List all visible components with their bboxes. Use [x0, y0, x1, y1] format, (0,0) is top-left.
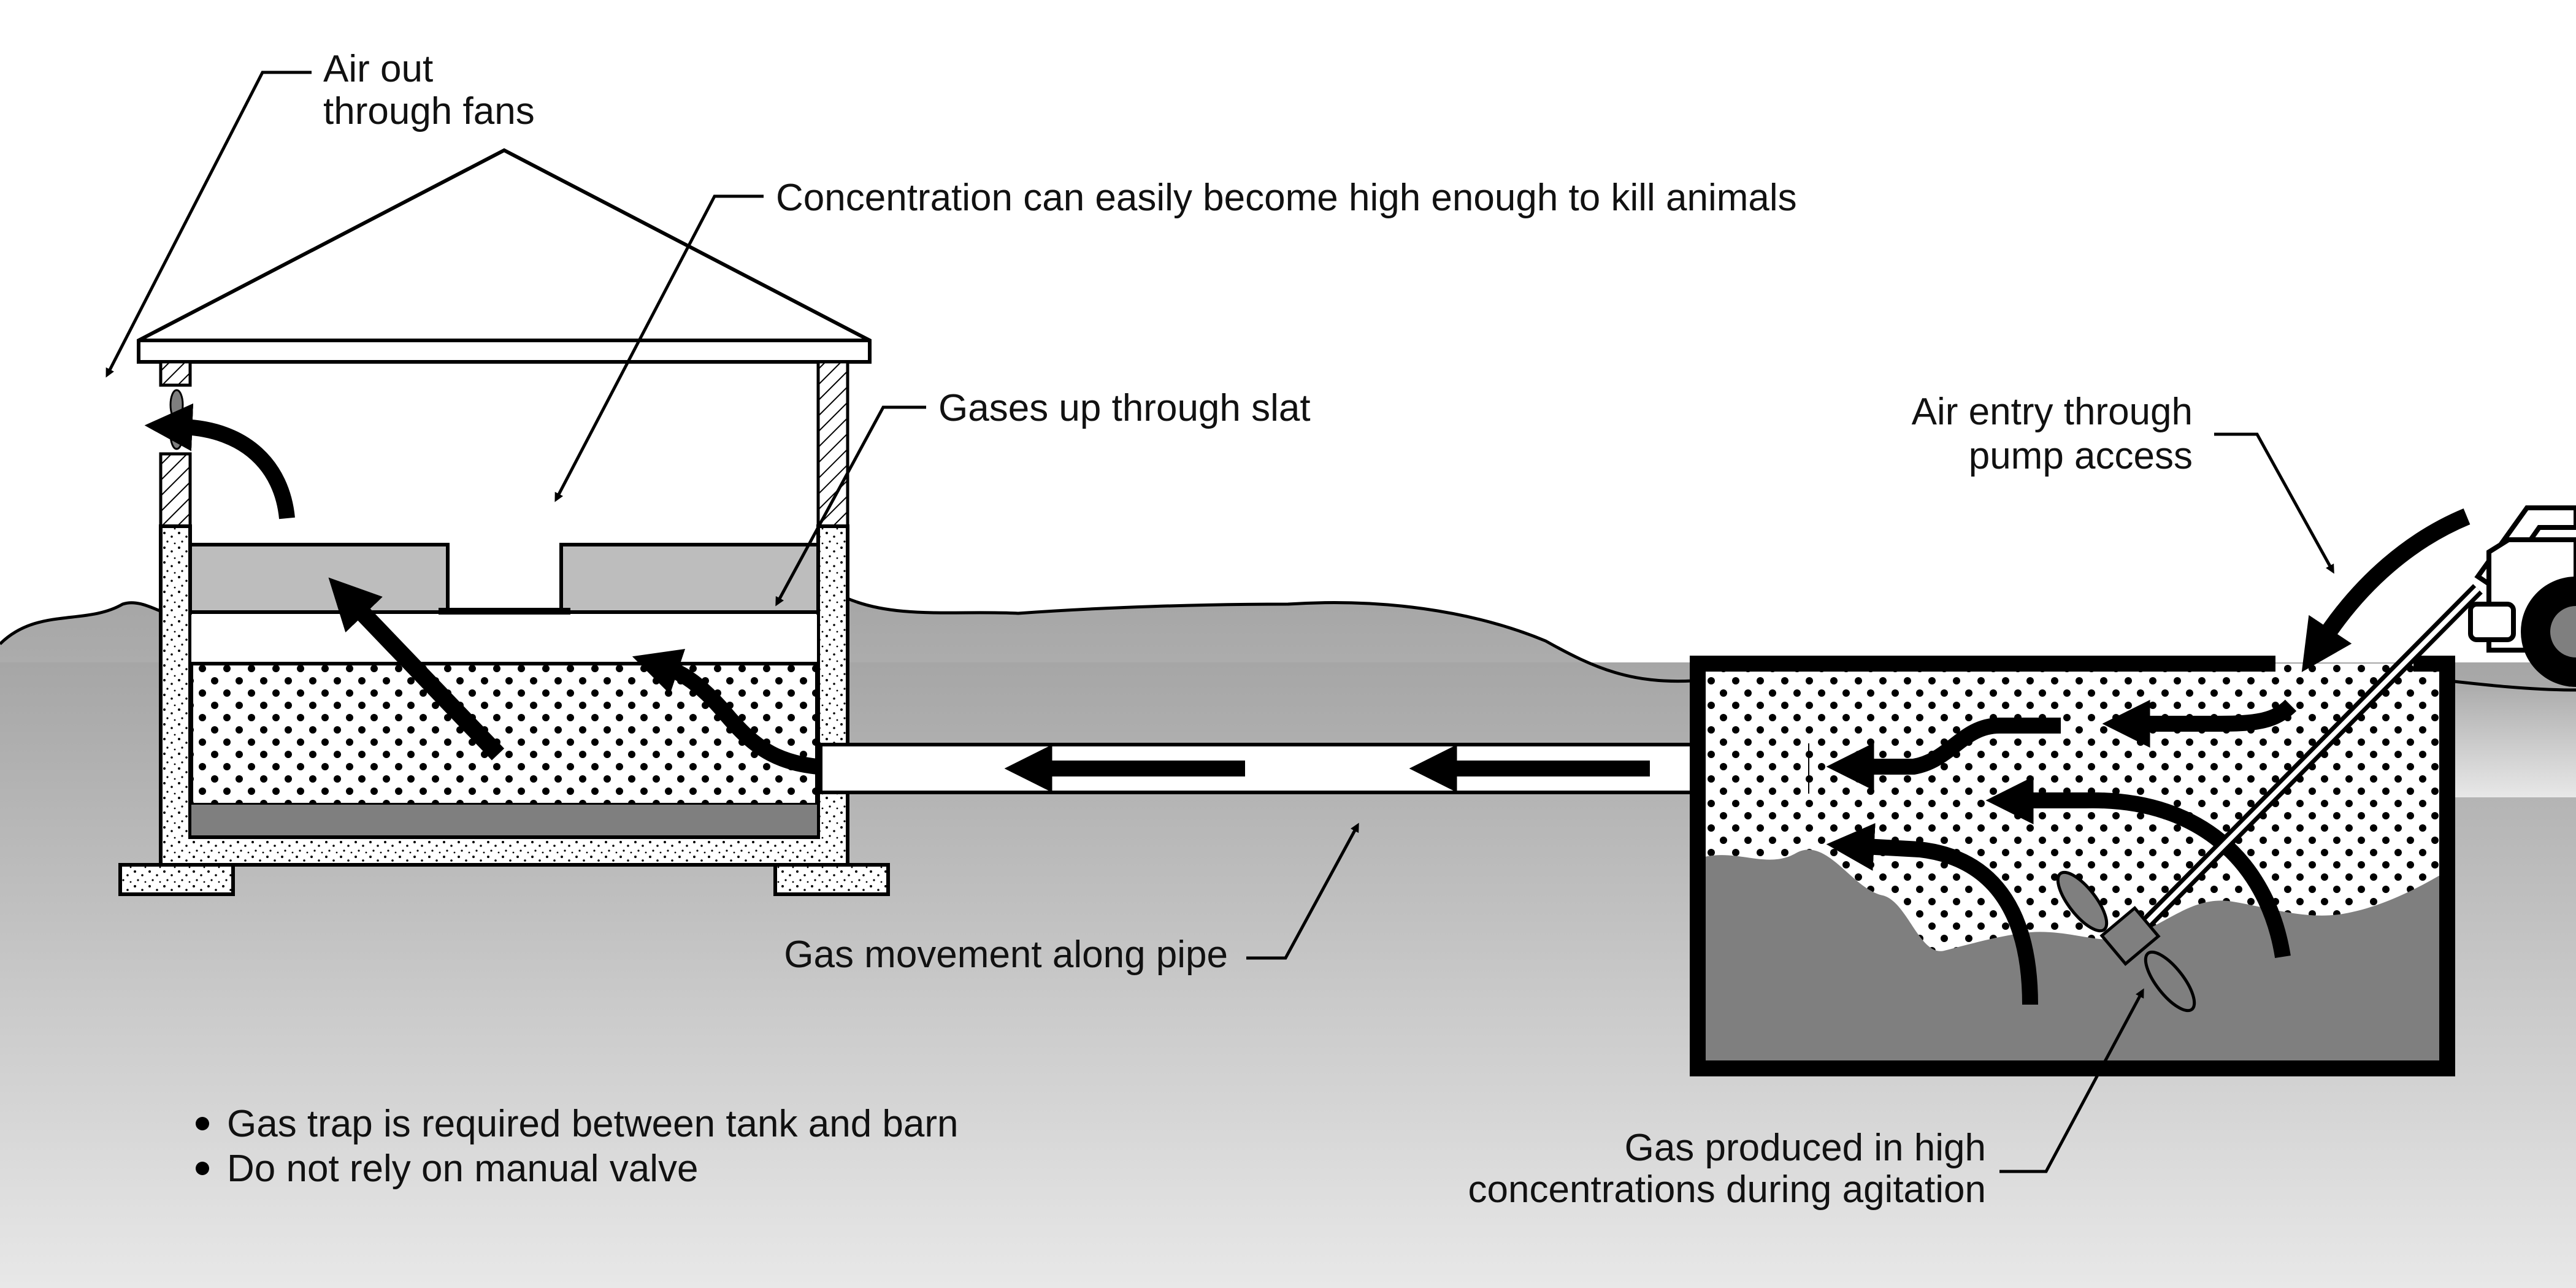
propeller-icon	[2056, 870, 2196, 1013]
tank-arrow-upper	[2102, 699, 2297, 748]
tank-arrow-mid	[1826, 718, 2061, 791]
leader-gas-pipe	[1246, 822, 1359, 960]
barn-roof	[137, 148, 872, 364]
pipe-inlet-arrow	[632, 648, 844, 776]
air-entry-arrow	[2301, 508, 2471, 672]
rising-gas-arrow	[328, 577, 505, 761]
gas-pipe	[819, 743, 1809, 794]
barn-footing-left	[118, 863, 235, 896]
leader-concentration	[554, 194, 764, 502]
barn	[118, 148, 890, 896]
note-manual-valve: Do not rely on manual valve	[227, 1148, 699, 1190]
tank-liquid	[1698, 849, 2447, 1068]
leader-air-entry	[2214, 432, 2334, 574]
barn-pit-foam	[190, 662, 819, 807]
ground-surface-line	[0, 601, 185, 645]
label-concentration: Concentration can easily become high eno…	[776, 177, 1797, 219]
tank-walls	[1690, 657, 2455, 1076]
fan-icon	[169, 389, 184, 450]
fan-exhaust-arrow	[144, 403, 295, 519]
bullet-icon	[196, 1117, 209, 1130]
barn-left-wall-upper	[159, 360, 192, 387]
bullet-icon	[196, 1162, 209, 1175]
leader-gases-slat	[775, 405, 926, 607]
label-air-out: Air out	[323, 48, 433, 90]
ground-surface-line-mid	[845, 596, 1693, 683]
agitator	[2056, 584, 2483, 1013]
label-gases-slat: Gases up through slat	[938, 387, 1311, 429]
label-gas-pipe: Gas movement along pipe	[784, 933, 1228, 976]
label-air-entry-2: pump access	[1969, 435, 2193, 477]
leader-air-out	[105, 71, 312, 378]
barn-footing-right	[773, 863, 890, 896]
barn-left-wall-mid	[159, 452, 192, 528]
tank-arrow-curve-left	[1826, 822, 2038, 1005]
label-gas-agitation-2: concentrations during agitation	[1468, 1168, 1986, 1211]
tractor	[2468, 505, 2576, 687]
note-gas-trap: Gas trap is required between tank and ba…	[227, 1103, 959, 1145]
storage-tank	[1690, 656, 2455, 1076]
leader-agitation	[1999, 988, 2144, 1173]
label-air-out-2: through fans	[323, 90, 535, 132]
label-air-entry: Air entry through	[1912, 391, 2193, 433]
barn-pit-liquid	[191, 805, 817, 837]
label-gas-agitation: Gas produced in high	[1625, 1127, 1986, 1169]
